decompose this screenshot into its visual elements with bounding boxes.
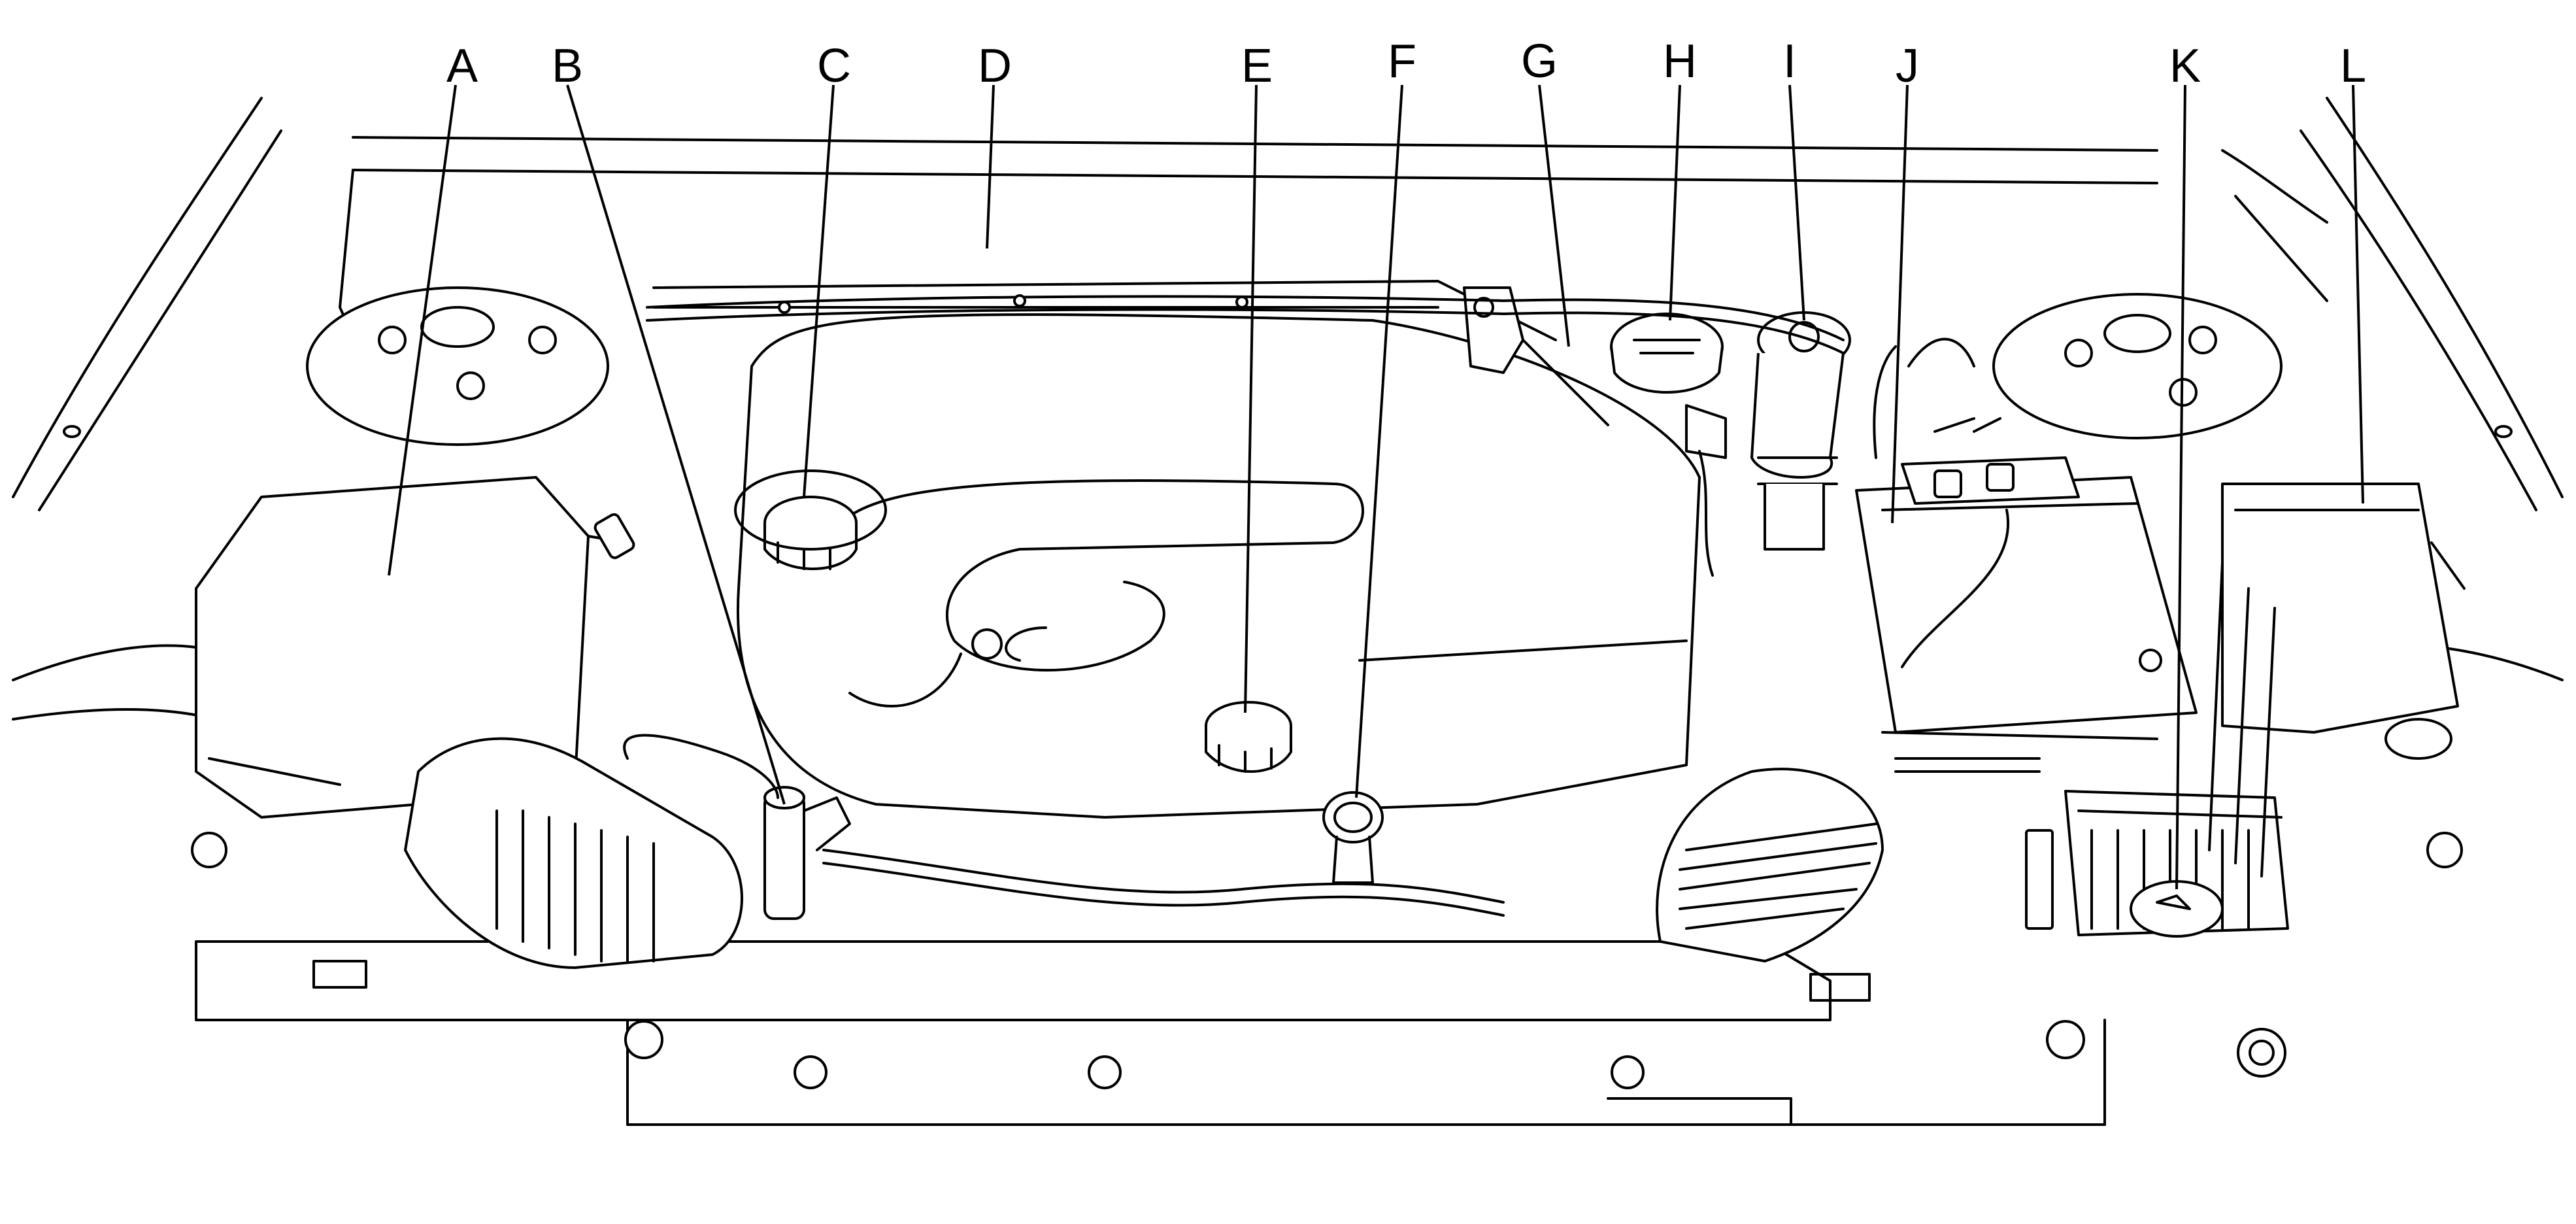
leader-c bbox=[803, 84, 835, 498]
air-cleaner-housing bbox=[195, 476, 635, 819]
callout-label-g: G bbox=[1521, 35, 1558, 88]
oil-dipstick-f bbox=[1322, 791, 1384, 884]
battery-j bbox=[1855, 337, 2198, 773]
air-intake-duct-right bbox=[1656, 768, 1884, 962]
reservoir-cap-c bbox=[734, 469, 887, 570]
leader-f bbox=[1355, 84, 1403, 798]
leader-i bbox=[1788, 84, 1805, 321]
callout-label-d: D bbox=[978, 40, 1012, 92]
fuse-bracket-g bbox=[1463, 286, 1609, 426]
engine-cover bbox=[737, 313, 1701, 819]
callout-labels: A B C D E F G H I J K L bbox=[446, 35, 2366, 92]
callout-label-a: A bbox=[446, 40, 478, 92]
leader-e bbox=[1244, 84, 1258, 713]
brake-fluid-reservoir-k bbox=[2025, 790, 2289, 938]
callout-label-e: E bbox=[1241, 40, 1273, 92]
callout-label-l: L bbox=[2340, 40, 2366, 92]
underhood-fuse-block-l bbox=[2208, 483, 2466, 877]
callout-label-k: K bbox=[2169, 40, 2201, 92]
leader-d bbox=[986, 84, 995, 249]
leader-l bbox=[2352, 84, 2364, 504]
oil-fill-cap-e bbox=[1205, 701, 1292, 773]
leader-g bbox=[1538, 84, 1570, 347]
radiator-cap-h bbox=[1610, 313, 1727, 577]
callout-label-f: F bbox=[1388, 35, 1416, 88]
callout-label-i: I bbox=[1783, 35, 1796, 88]
callout-label-c: C bbox=[817, 40, 851, 92]
air-intake-duct-left bbox=[404, 737, 743, 969]
leader-k bbox=[2175, 84, 2186, 890]
leader-b bbox=[566, 84, 786, 805]
wiring-harness bbox=[623, 294, 1845, 917]
coolant-surge-tank-i bbox=[1750, 311, 1851, 551]
callout-label-j: J bbox=[1896, 40, 1919, 92]
leader-lines bbox=[388, 84, 2364, 890]
callout-label-b: B bbox=[552, 40, 583, 92]
leader-j bbox=[1891, 84, 1909, 524]
leader-a bbox=[388, 84, 457, 576]
callout-label-h: H bbox=[1663, 35, 1697, 88]
transmission-dipstick-b bbox=[763, 786, 851, 920]
leader-h bbox=[1669, 84, 1681, 321]
